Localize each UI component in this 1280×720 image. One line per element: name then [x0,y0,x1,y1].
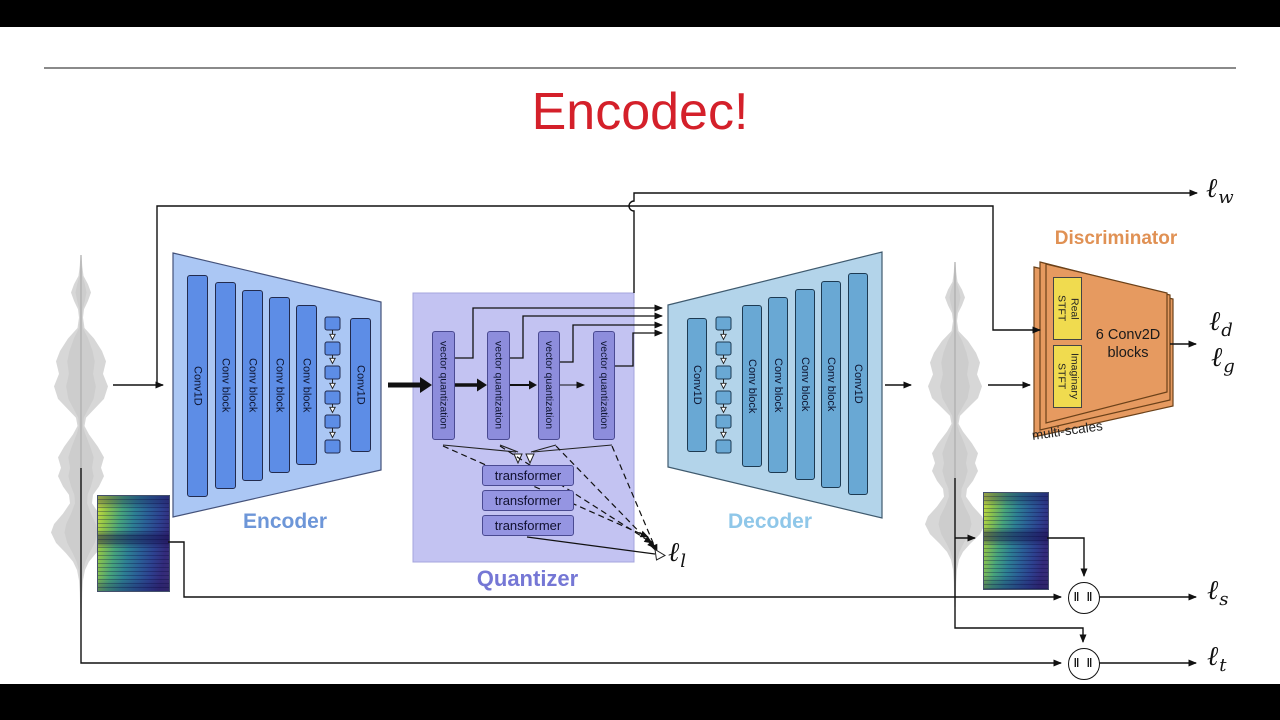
spectrogram-reconstructed [983,492,1049,590]
title-rule [44,67,1236,69]
spectrogram-original [97,495,170,592]
decoder-label: Decoder [727,510,813,533]
wire-vq-to-transformer [442,444,613,453]
wire-encoder-to-vq [388,377,585,393]
decoder-bar-convblock-4: Conv block [821,281,841,488]
loss-lg: ℓg [1211,342,1235,378]
encoder-label: Encoder [242,510,328,533]
encoder-bar-conv1d-out: Conv1D [350,318,371,452]
wire-quantizer-to-lw [628,189,1198,293]
wire-transformer-to-ll [526,536,656,555]
encoder-residual-chain [324,316,341,454]
wire-original-to-discriminator [156,205,1041,385]
decoder-bar-convblock-3: Conv block [795,289,815,480]
wire-reconstructed-down [954,478,1087,643]
transformer-2: transformer [482,490,574,511]
imaginary-stft-box: Imaginary STFT [1053,345,1082,408]
transformer-3: transformer [482,515,574,536]
transformer-1: transformer [482,465,574,486]
decoder-bar-convblock-1: Conv block [742,305,762,467]
norm-node-spectral: ‖ ‖ [1068,582,1100,614]
vq-bar-2: vector quantization [487,331,510,440]
encoder-bar-convblock-4: Conv block [296,305,317,465]
loss-ls: ℓs [1207,575,1229,611]
vq-bar-4: vector quantization [593,331,615,440]
discriminator-label: Discriminator [1054,228,1178,249]
slide-title: Encodec! [531,83,749,141]
encoder-bar-convblock-3: Conv block [269,297,290,473]
encoder-bar-conv1d-in: Conv1D [187,275,208,497]
letterbox-top [0,0,1280,27]
encoder-bar-convblock-2: Conv block [242,290,263,481]
norm-node-temporal: ‖ ‖ [1068,648,1100,680]
vq-bar-3: vector quantization [538,331,560,440]
loss-lw: ℓw [1206,173,1234,209]
vq-bar-1: vector quantization [432,331,455,440]
loss-ld: ℓd [1209,306,1233,342]
real-stft-box: Real STFT [1053,277,1082,340]
wire-original-to-lt [80,468,1062,667]
encoder-bar-convblock-1: Conv block [215,282,236,489]
decoder-residual-chain [715,316,732,454]
wire-spectrogram-left-to-ls [168,541,1062,601]
wire-codes-to-decoder [455,304,663,367]
discriminator-body-label: 6 Conv2D blocks [1095,327,1161,362]
loss-lt: ℓt [1207,641,1227,677]
decoder-bar-convblock-2: Conv block [768,297,788,473]
decoder-bar-conv1d-out: Conv1D [848,273,868,495]
letterbox-bottom [0,684,1280,720]
decoder-bar-conv1d-in: Conv1D [687,318,707,452]
wire-spectrogram-right-to-ls [1047,537,1088,577]
loss-ll: ℓl [668,537,687,573]
quantizer-label: Quantizer [476,566,579,591]
